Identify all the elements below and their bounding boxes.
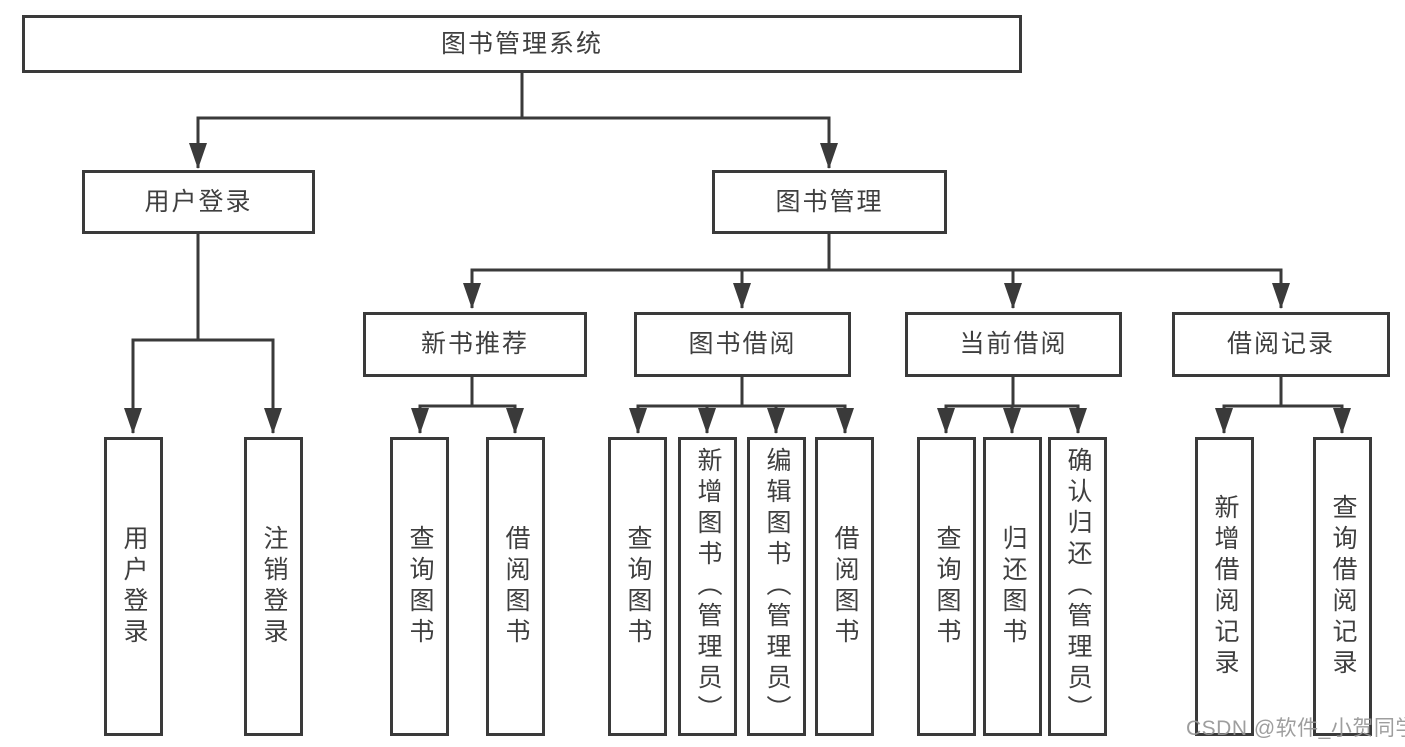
node-label: 借阅记录 bbox=[1226, 330, 1335, 358]
node-leaf-query-books-borrow: 查询图书 bbox=[608, 437, 667, 736]
node-new-book-recommendation: 新书推荐 bbox=[363, 312, 587, 377]
node-borrowing-records: 借阅记录 bbox=[1172, 312, 1390, 377]
node-label: 图书借阅 bbox=[688, 330, 797, 358]
node-book-management-module: 图书管理 bbox=[712, 170, 947, 234]
node-label: 借阅图书 bbox=[831, 524, 859, 649]
node-label: 当前借阅 bbox=[959, 330, 1068, 358]
node-leaf-query-books-current: 查询图书 bbox=[917, 437, 976, 736]
node-label: 注销登录 bbox=[260, 524, 288, 649]
node-label: 确认归还（管理员） bbox=[1064, 447, 1092, 726]
node-label: 查询图书 bbox=[624, 524, 652, 649]
node-leaf-borrow-books: 借阅图书 bbox=[815, 437, 874, 736]
node-user-login-module: 用户登录 bbox=[82, 170, 315, 234]
node-leaf-add-books-admin: 新增图书（管理员） bbox=[678, 437, 737, 736]
node-leaf-user-login: 用户登录 bbox=[104, 437, 163, 736]
node-label: 图书管理 bbox=[775, 187, 884, 216]
node-leaf-edit-books-admin: 编辑图书（管理员） bbox=[747, 437, 806, 736]
node-label: 新书推荐 bbox=[420, 330, 529, 358]
node-label: 新增图书（管理员） bbox=[694, 447, 722, 726]
node-label: 新增借阅记录 bbox=[1211, 493, 1239, 680]
node-label: 借阅图书 bbox=[502, 524, 530, 649]
node-label: 查询借阅记录 bbox=[1329, 493, 1357, 680]
node-label: 编辑图书（管理员） bbox=[763, 447, 791, 726]
node-label: 用户登录 bbox=[144, 187, 253, 216]
node-label: 图书管理系统 bbox=[440, 29, 603, 58]
csdn-watermark: CSDN @软件_小贺同学 bbox=[1186, 717, 1405, 740]
node-label: 查询图书 bbox=[406, 524, 434, 649]
node-label: 用户登录 bbox=[120, 524, 148, 649]
node-current-borrowing: 当前借阅 bbox=[905, 312, 1122, 377]
node-label: 归还图书 bbox=[999, 524, 1027, 649]
node-leaf-add-borrow-record: 新增借阅记录 bbox=[1195, 437, 1254, 736]
node-label: 查询图书 bbox=[933, 524, 961, 649]
node-leaf-borrow-books-recommend: 借阅图书 bbox=[486, 437, 545, 736]
node-leaf-confirm-return-admin: 确认归还（管理员） bbox=[1048, 437, 1107, 736]
node-library-management-system: 图书管理系统 bbox=[22, 15, 1022, 73]
node-leaf-return-books: 归还图书 bbox=[983, 437, 1042, 736]
node-book-borrowing: 图书借阅 bbox=[634, 312, 851, 377]
node-leaf-query-borrow-record: 查询借阅记录 bbox=[1313, 437, 1372, 736]
node-leaf-logout: 注销登录 bbox=[244, 437, 303, 736]
node-leaf-query-books-recommend: 查询图书 bbox=[390, 437, 449, 736]
